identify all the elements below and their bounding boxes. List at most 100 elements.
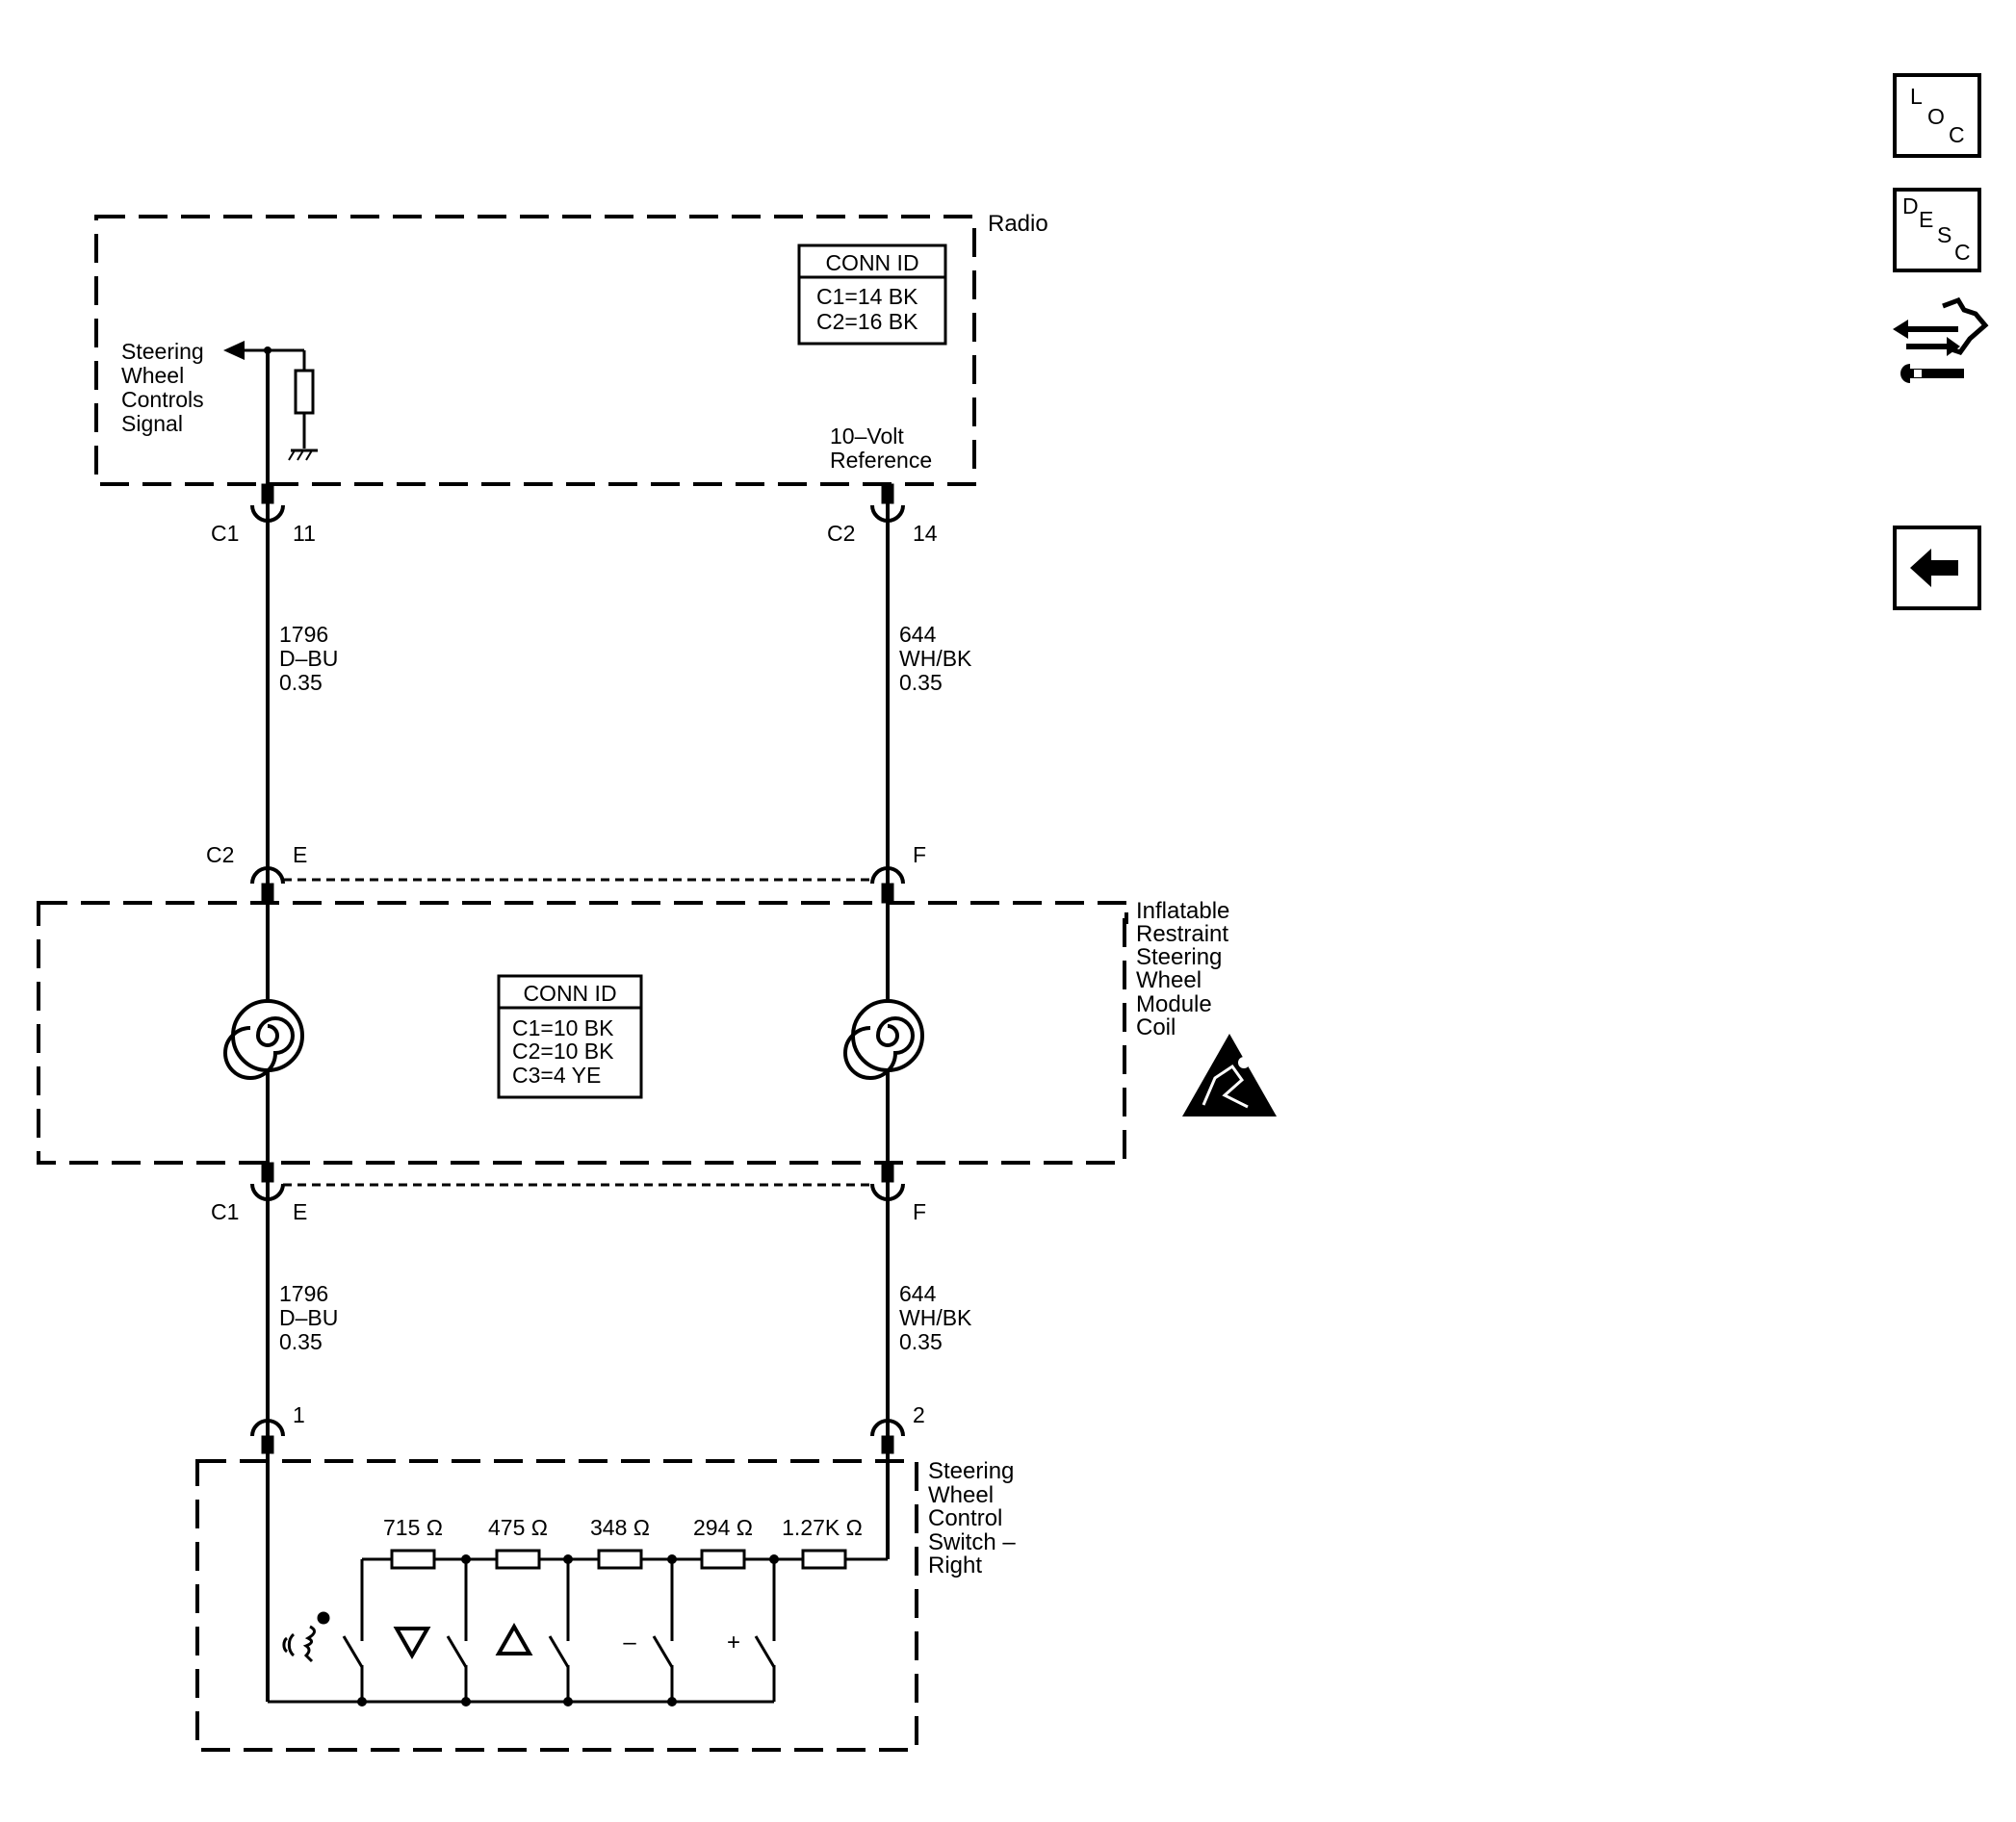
svg-text:Restraint: Restraint (1136, 921, 1228, 947)
svg-text:Steering: Steering (928, 1458, 1014, 1484)
loc-letter-o: O (1927, 104, 1945, 129)
radio-pin-11-label: 11 (293, 521, 316, 546)
wire-label-upper-left: 1796 D–BU 0.35 (279, 622, 338, 695)
svg-text:Controls: Controls (121, 387, 204, 412)
svg-text:Reference: Reference (830, 448, 932, 473)
coil-bottom-pin-e-label: E (293, 1199, 307, 1224)
radio-label: Radio (988, 211, 1048, 237)
svg-text:D–BU: D–BU (279, 1305, 338, 1330)
desc-letter-d: D (1902, 193, 1919, 218)
svg-text:Inflatable: Inflatable (1136, 898, 1229, 924)
connector-terminals (250, 483, 905, 1454)
svg-text:0.35: 0.35 (899, 670, 943, 695)
resistor-715: 715 Ω (383, 1515, 443, 1570)
wire-label-lower-right: 644 WH/BK 0.35 (899, 1281, 972, 1354)
pull-down-resistor (294, 350, 315, 449)
connector-end-view-icon[interactable] (1893, 296, 1989, 383)
conn-id-header: CONN ID (825, 250, 918, 275)
radio-pin-14-label: 14 (913, 521, 938, 546)
wire-label-upper-right: 644 WH/BK 0.35 (899, 622, 972, 695)
svg-text:Switch –: Switch – (928, 1529, 1016, 1555)
ten-volt-reference-label: 10–Volt Reference (830, 423, 932, 473)
switch-contact-volume-down (652, 1635, 674, 1668)
loc-button[interactable]: L O C (1893, 73, 1981, 158)
svg-text:1796: 1796 (279, 1281, 328, 1306)
svg-text:10–Volt: 10–Volt (830, 423, 904, 449)
svg-text:1796: 1796 (279, 622, 328, 647)
steering-wheel-control-switch-right: Steering Wheel Control Switch – Right 71… (195, 1458, 1016, 1752)
coil-conn-id-c1: C1=10 BK (512, 1015, 614, 1040)
resistor-1-27k: 1.27K Ω (782, 1515, 863, 1570)
svg-text:294 Ω: 294 Ω (693, 1515, 753, 1540)
coil-conn-id-box: CONN ID C1=10 BK C2=10 BK C3=4 YE (497, 974, 643, 1099)
svg-text:D–BU: D–BU (279, 646, 338, 671)
svg-text:Control: Control (928, 1505, 1002, 1531)
chassis-ground-icon (288, 449, 318, 461)
desc-letter-c: C (1954, 240, 1971, 265)
loc-letter-l: L (1910, 84, 1923, 109)
svg-text:1.27K Ω: 1.27K Ω (782, 1515, 863, 1540)
switch-pin-1-label: 1 (293, 1402, 305, 1427)
svg-text:WH/BK: WH/BK (899, 1305, 972, 1330)
radio-connector-c2-label: C2 (827, 521, 855, 546)
switch-label: Steering Wheel Control Switch – Right (928, 1458, 1016, 1578)
clockspring-coil-left-icon (223, 999, 304, 1080)
svg-text:WH/BK: WH/BK (899, 646, 972, 671)
svg-text:Wheel: Wheel (928, 1482, 994, 1508)
switch-contact-voice (342, 1635, 364, 1668)
coil-connector-c2-label: C2 (206, 842, 234, 867)
conn-id-c2: C2=16 BK (816, 309, 918, 334)
radio-conn-id-box: CONN ID C1=14 BK C2=16 BK (797, 244, 947, 346)
svg-text:Steering: Steering (1136, 944, 1222, 970)
svg-text:0.35: 0.35 (279, 670, 323, 695)
voice-recognition-icon (282, 1611, 330, 1663)
steering-wheel-controls-signal-label: Steering Wheel Controls Signal (121, 339, 204, 436)
svg-text:Signal: Signal (121, 411, 183, 436)
svg-text:348 Ω: 348 Ω (590, 1515, 650, 1540)
switch-contact-seek-up (548, 1635, 570, 1668)
svg-text:644: 644 (899, 622, 937, 647)
radio-connector-c1-label: C1 (211, 521, 239, 546)
coil-top-pin-f-label: F (913, 842, 926, 867)
coil-bottom-pin-f-label: F (913, 1199, 926, 1224)
airbag-warning-icon (1182, 1034, 1277, 1116)
svg-text:Steering: Steering (121, 339, 204, 364)
clockspring-coil-right-icon (843, 999, 924, 1080)
coil-top-pin-e-label: E (293, 842, 307, 867)
desc-button[interactable]: D E S C (1893, 188, 1981, 272)
steering-wheel-module-coil: Inflatable Restraint Steering Wheel Modu… (37, 898, 1277, 1165)
resistor-348: 348 Ω (590, 1515, 650, 1570)
resistor-294: 294 Ω (693, 1515, 753, 1570)
svg-text:Coil: Coil (1136, 1014, 1176, 1040)
coil-connector-c1-label: C1 (211, 1199, 239, 1224)
volume-up-symbol: + (727, 1630, 740, 1655)
signal-input-arrow-icon (223, 341, 304, 360)
svg-text:644: 644 (899, 1281, 937, 1306)
back-arrow-icon[interactable] (1893, 526, 1981, 610)
desc-letter-e: E (1919, 207, 1933, 232)
coil-conn-id-c2: C2=10 BK (512, 1039, 614, 1064)
svg-text:Wheel: Wheel (1136, 967, 1202, 993)
switch-contact-volume-up (754, 1635, 776, 1668)
svg-text:Module: Module (1136, 991, 1212, 1017)
conn-id-c1: C1=14 BK (816, 284, 918, 309)
radio-module: Radio CONN ID C1=14 BK C2=16 BK Steering… (94, 211, 1048, 486)
svg-text:Wheel: Wheel (121, 363, 184, 388)
switch-pin-2-label: 2 (913, 1402, 925, 1427)
svg-text:475 Ω: 475 Ω (488, 1515, 548, 1540)
coil-conn-id-header: CONN ID (523, 981, 616, 1006)
svg-text:715 Ω: 715 Ω (383, 1515, 443, 1540)
loc-letter-c: C (1949, 122, 1965, 147)
svg-text:0.35: 0.35 (899, 1329, 943, 1354)
svg-text:0.35: 0.35 (279, 1329, 323, 1354)
coil-conn-id-c3: C3=4 YE (512, 1063, 601, 1088)
seek-up-triangle-icon (495, 1622, 533, 1655)
volume-down-symbol: – (623, 1630, 636, 1655)
coil-label: Inflatable Restraint Steering Wheel Modu… (1136, 898, 1229, 1040)
seek-down-triangle-icon (393, 1627, 431, 1660)
wire-label-lower-left: 1796 D–BU 0.35 (279, 1281, 338, 1354)
desc-letter-s: S (1937, 222, 1951, 247)
svg-text:Right: Right (928, 1553, 982, 1578)
switch-contact-seek-down (446, 1635, 468, 1668)
